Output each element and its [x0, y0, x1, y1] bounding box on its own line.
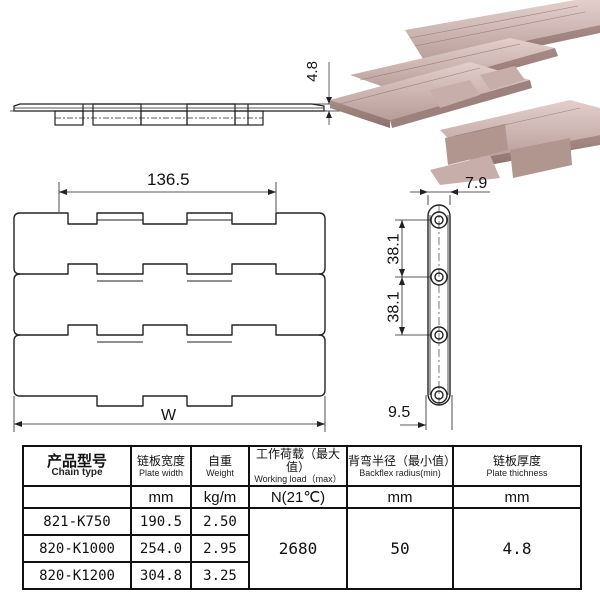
pitch-2-dim-label: 38.1	[385, 291, 403, 323]
spec-header-row: 产品型号 Chain type 链板宽度 Plate width 自重 Weig…	[22, 445, 582, 487]
unit-width: mm	[130, 485, 192, 509]
pitch-width-dim-label: 136.5	[147, 170, 190, 189]
side-offset-dim-label: 9.5	[388, 404, 411, 421]
side-chain-drawing	[395, 189, 490, 430]
cell-chain-type: 820-K1000	[22, 534, 132, 563]
side-profile-drawing	[10, 62, 340, 126]
spec-unit-row: mm kg/m N(21℃) mm mm	[22, 485, 582, 509]
cell-plate-thickness: 4.8	[452, 507, 582, 590]
cell-weight: 3.25	[190, 561, 250, 590]
cell-plate-width: 304.8	[130, 561, 192, 590]
unit-thickness: mm	[452, 485, 582, 509]
cell-plate-width: 190.5	[130, 507, 192, 536]
cell-chain-type: 820-K1200	[22, 561, 132, 590]
cell-backflex-radius: 50	[346, 507, 454, 590]
col-header-weight: 自重 Weight	[190, 445, 250, 487]
thickness-dim-label: 4.8	[303, 61, 321, 82]
unit-weight: kg/m	[190, 485, 250, 509]
col-header-backflex-radius: 背弯半径（最小值） Backflex radius(min)	[346, 445, 456, 487]
cell-weight: 2.50	[190, 507, 250, 536]
cell-weight: 2.95	[190, 534, 250, 563]
col-header-plate-width: 链板宽度 Plate width	[130, 445, 192, 487]
width-w-dim-label: W	[161, 407, 177, 424]
table-row: 821-K750 190.5 2.50 2680 50 4.8	[22, 507, 582, 590]
table-row: 820-K1000 254.0 2.95	[22, 534, 581, 563]
top-view-drawing	[13, 182, 326, 432]
table-row: 820-K1200 304.8 3.25	[22, 561, 581, 590]
col-header-working-load: 工作荷载（最大值） Working load（max）	[248, 445, 348, 487]
cell-working-load: 2680	[248, 507, 348, 590]
cell-plate-width: 254.0	[130, 534, 192, 563]
cell-chain-type: 821-K750	[22, 507, 132, 536]
unit-chain-type	[22, 485, 132, 509]
pitch-1-dim-label: 38.1	[385, 233, 403, 265]
chain-3d-render	[330, 0, 600, 185]
spec-table: 产品型号 Chain type 链板宽度 Plate width 自重 Weig…	[22, 445, 582, 590]
col-header-plate-thickness: 链板厚度 Plate thichness	[452, 445, 582, 487]
col-header-chain-type: 产品型号 Chain type	[22, 445, 132, 487]
unit-radius: mm	[346, 485, 454, 509]
side-width-dim-label: 7.9	[465, 175, 488, 192]
unit-load: N(21℃)	[248, 485, 348, 509]
